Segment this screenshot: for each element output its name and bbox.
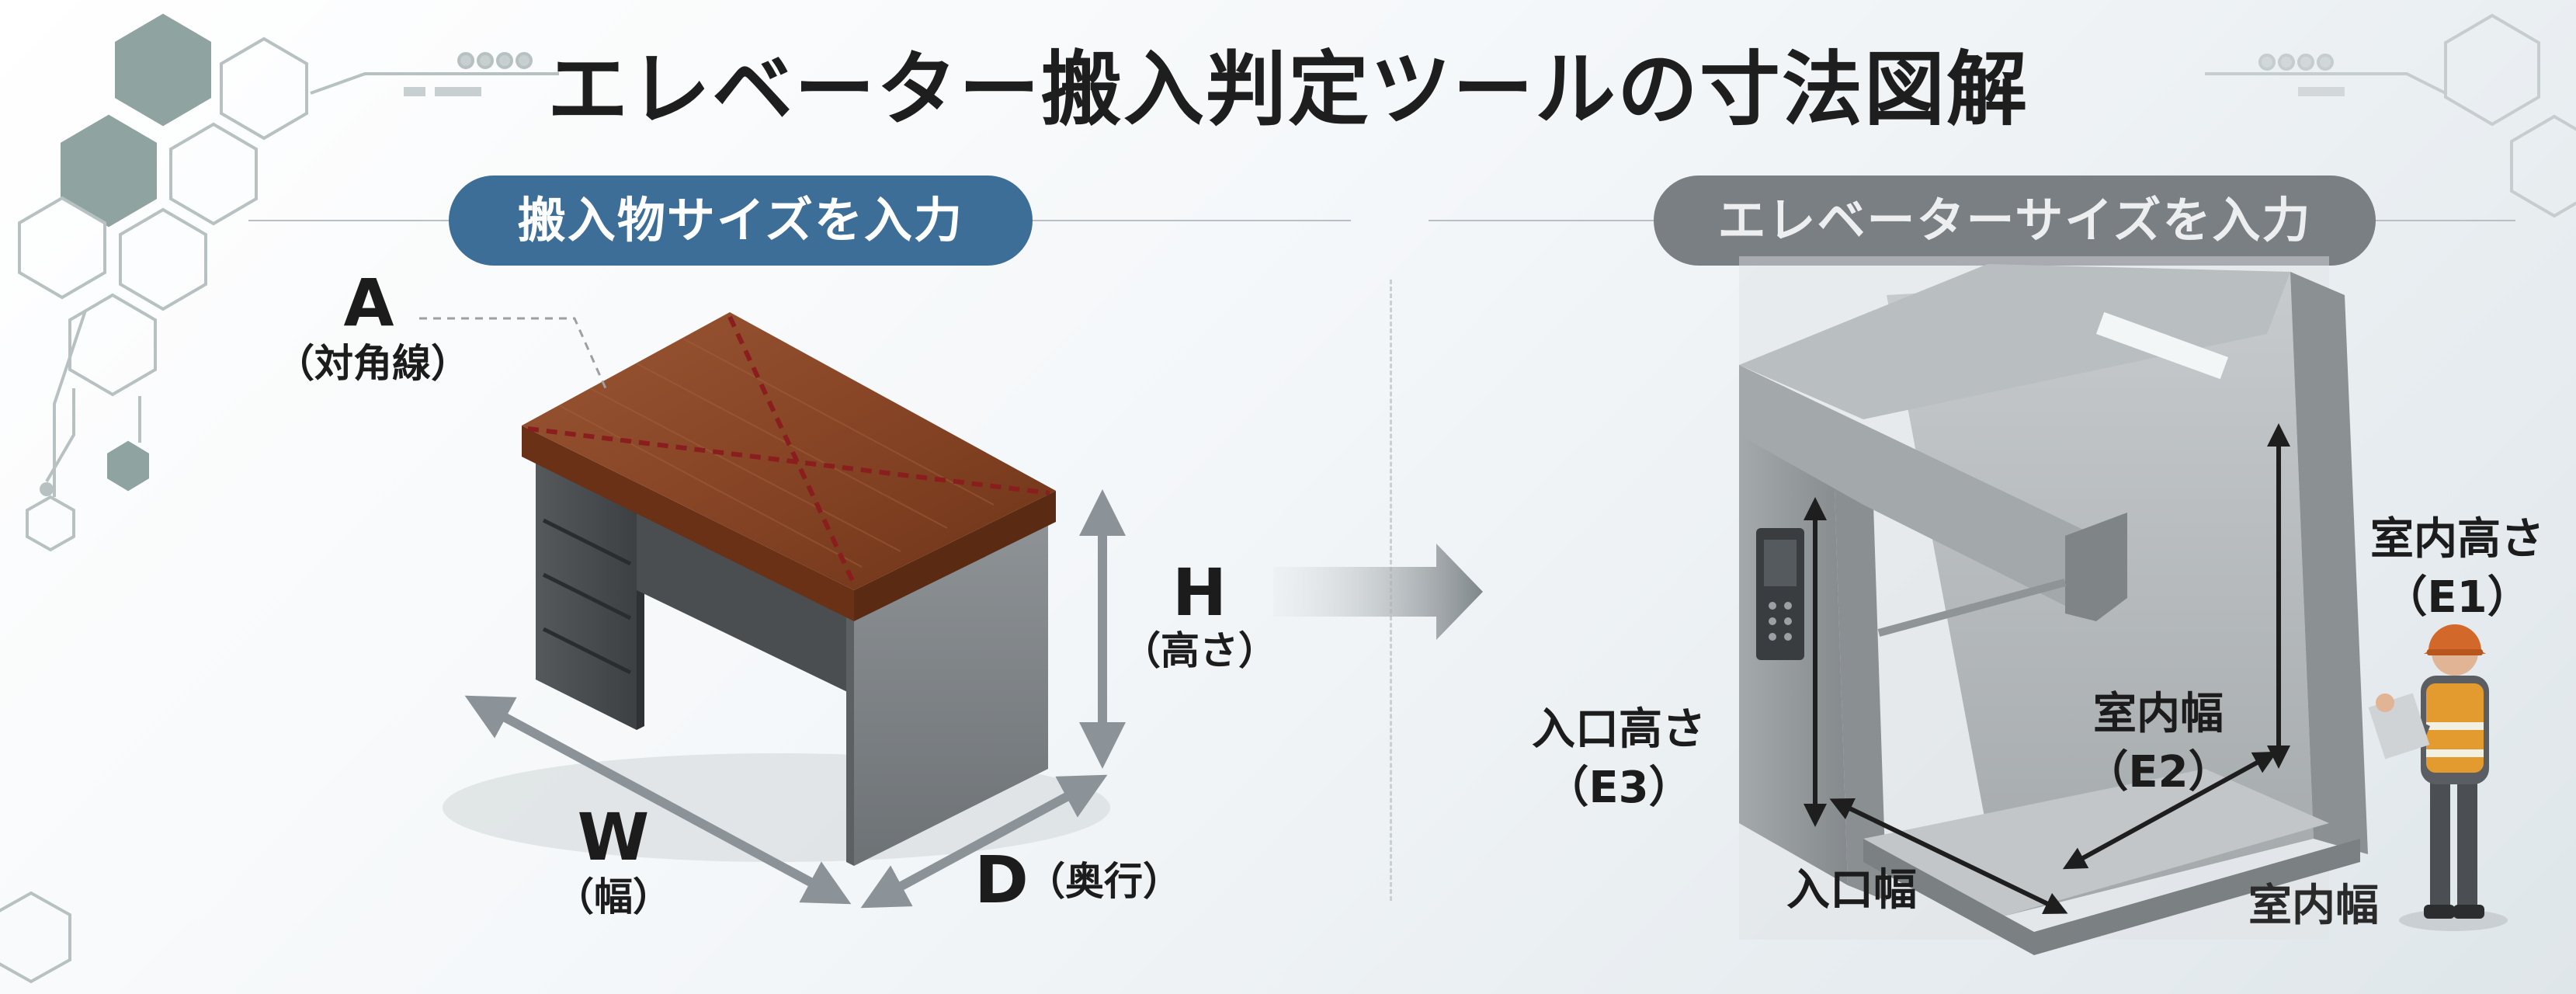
label-w-sub: （幅） xyxy=(555,874,672,919)
label-h: H xyxy=(1172,554,1227,631)
page-title: エレベーター搬入判定ツールの寸法図解 xyxy=(547,42,2029,137)
label-w: W xyxy=(577,799,650,875)
hexagon-icon xyxy=(61,114,157,228)
diagonal-line xyxy=(527,426,1050,495)
label-floor-depth: 室内幅 xyxy=(2248,881,2379,931)
hexagon-icon xyxy=(115,13,211,127)
label-e3-sub: （E3） xyxy=(1545,763,1692,813)
hexagon-pattern-right xyxy=(2205,13,2576,218)
width-arrow xyxy=(464,695,852,905)
label-e2: 室内幅 xyxy=(2093,689,2224,739)
label-e1: 室内高さ xyxy=(2370,514,2544,565)
label-d: D xyxy=(974,842,1029,918)
label-entrance-width: 入口幅 xyxy=(1786,865,1917,916)
hexagon-icon xyxy=(2444,13,2540,127)
label-e1-sub: （E1） xyxy=(2383,572,2531,623)
circuit-lines-left xyxy=(40,52,559,497)
elevator-illustration xyxy=(1739,256,2368,955)
label-e2-sub: （E2） xyxy=(2085,747,2232,798)
hexagon-icon xyxy=(169,122,258,226)
desk-illustration xyxy=(419,312,1110,866)
label-d-sub: （奥行） xyxy=(1026,859,1182,904)
hexagon-pattern-left xyxy=(0,13,308,984)
transition-arrow-icon xyxy=(1273,544,1483,640)
left-section-heading: 搬入物サイズを入力 xyxy=(449,176,1033,266)
worker-figure xyxy=(2368,624,2508,931)
diagonal-line xyxy=(727,315,856,586)
right-section-heading: エレベーターサイズを入力 xyxy=(1654,176,2376,266)
hexagon-icon xyxy=(220,36,308,141)
hexagon-icon xyxy=(68,293,157,397)
interior-width-arrow xyxy=(2062,751,2278,870)
hexagon-icon xyxy=(107,440,149,492)
depth-arrow xyxy=(860,774,1108,909)
label-e3: 入口高さ xyxy=(1532,704,1706,755)
entrance-width-arrow xyxy=(1829,798,2068,914)
label-h-sub: （高さ） xyxy=(1122,628,1277,673)
label-a: A xyxy=(343,265,394,341)
hexagon-icon xyxy=(18,196,106,300)
hexagon-icon xyxy=(0,891,71,984)
hexagon-icon xyxy=(26,495,75,552)
label-a-sub: （対角線） xyxy=(276,341,470,386)
desk-top xyxy=(522,312,1056,590)
hexagon-icon xyxy=(2510,114,2576,218)
hexagon-icon xyxy=(119,207,207,311)
